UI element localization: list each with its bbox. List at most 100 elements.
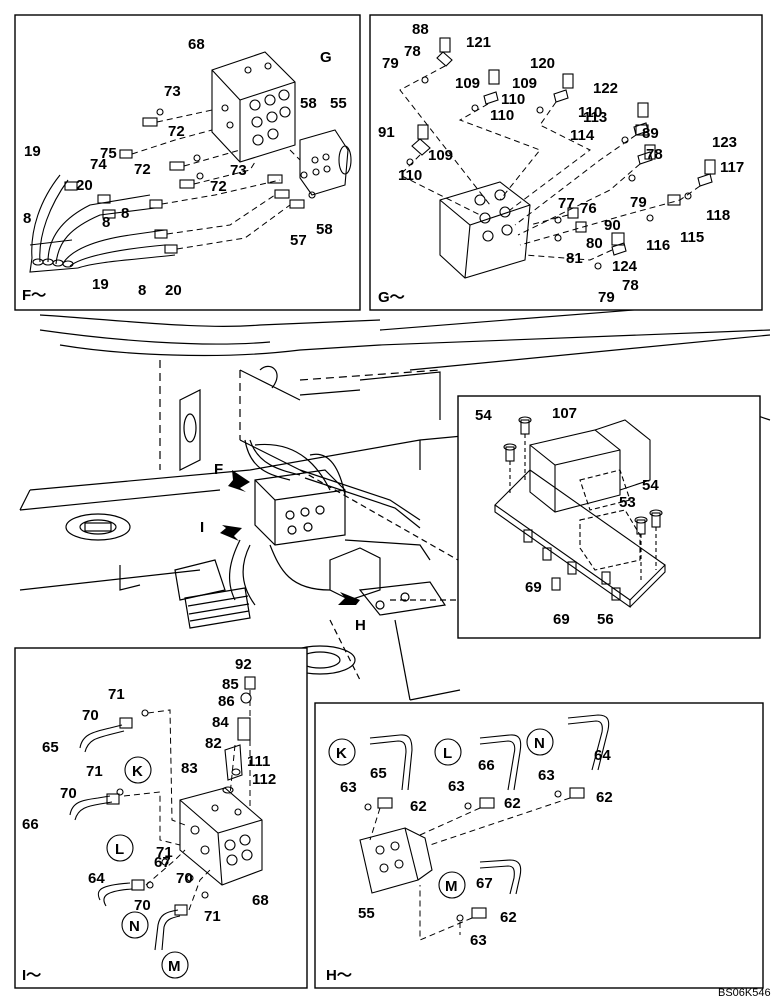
part-label: 109: [428, 147, 453, 164]
part-label: 71: [108, 686, 125, 703]
part-label: 20: [76, 177, 93, 194]
part-label: 89: [642, 125, 659, 142]
part-label: 71: [156, 844, 173, 861]
panel-corner-label: H～: [326, 967, 352, 984]
part-label: 110: [398, 167, 422, 184]
panel-corner-label: G～: [378, 289, 405, 306]
part-label: 124: [612, 258, 638, 275]
panel-h: 65 66 64 63 62 63 62 63 62 67 55 62 63 K…: [314, 702, 764, 989]
part-label: 68: [188, 36, 205, 53]
view-letter: H: [355, 617, 366, 634]
part-label: 8: [23, 210, 31, 227]
part-label: 55: [358, 905, 375, 922]
part-label: 62: [410, 798, 427, 815]
part-label: 8: [121, 205, 129, 222]
part-label: 62: [596, 789, 613, 806]
part-label: 68: [252, 892, 269, 909]
part-label: 70: [60, 785, 77, 802]
part-label: 53: [619, 494, 636, 511]
part-label: 65: [42, 739, 59, 756]
part-label: 116: [646, 237, 670, 254]
part-label: 79: [382, 55, 399, 72]
view-letter: G: [320, 49, 332, 66]
part-label: 70: [176, 870, 193, 887]
part-label: 74: [90, 156, 107, 173]
part-label: 19: [92, 276, 109, 293]
part-label: 85: [222, 676, 239, 693]
part-label: 65: [370, 765, 387, 782]
part-label: 54: [475, 407, 492, 424]
part-label: 114: [570, 127, 595, 144]
part-label: 69: [525, 579, 542, 596]
part-label: 67: [154, 854, 171, 871]
part-label: 63: [538, 767, 555, 784]
view-arrow-f-icon: [228, 470, 250, 492]
part-label: 90: [604, 217, 621, 234]
part-label: 78: [622, 277, 639, 294]
part-label: 56: [597, 611, 614, 628]
circle-ref-label: N: [129, 918, 140, 935]
circle-ref-label: K: [132, 763, 143, 780]
part-label: 112: [252, 771, 276, 788]
part-label: 123: [712, 134, 737, 151]
part-label: 70: [134, 897, 151, 914]
part-label: 88: [412, 21, 429, 38]
panel-f: 68 73 72 58 55 19 75 74 72 73 20 72 8 8 …: [14, 14, 361, 311]
view-arrow-i-icon: [220, 525, 242, 541]
part-label: 54: [642, 477, 659, 494]
part-label: 64: [88, 870, 105, 887]
part-label: 79: [630, 194, 647, 211]
part-label: 110: [490, 107, 514, 124]
part-label: 78: [646, 146, 663, 163]
detail-mount-plate: 54 107 54 53 69 69 56: [457, 395, 761, 639]
part-label: 19: [24, 143, 41, 160]
part-label: 71: [204, 908, 221, 925]
part-label: 75: [100, 145, 117, 162]
part-label: 73: [230, 162, 247, 179]
part-label: 120: [530, 55, 555, 72]
part-label: 20: [165, 282, 182, 299]
part-label: 63: [470, 932, 487, 949]
circle-ref-label: K: [336, 745, 347, 762]
part-label: 69: [553, 611, 570, 628]
part-label: 109: [455, 75, 480, 92]
part-label: 110: [501, 91, 525, 108]
part-label: 63: [340, 779, 357, 796]
part-label: 72: [168, 123, 185, 140]
part-label: 83: [181, 760, 198, 777]
part-label: 8: [138, 282, 146, 299]
part-label: 66: [478, 757, 495, 774]
part-label: 78: [404, 43, 421, 60]
part-label: 70: [82, 707, 99, 724]
part-label: 63: [448, 778, 465, 795]
part-label: 8: [102, 214, 110, 231]
part-label: 67: [476, 875, 493, 892]
circle-ref-label: N: [534, 735, 545, 752]
part-label: 115: [680, 229, 704, 246]
part-label: 113: [583, 109, 607, 126]
part-label: 110: [578, 104, 602, 121]
part-label: 79: [598, 289, 615, 306]
view-arrow-h-icon: [338, 592, 360, 610]
part-label: 84: [212, 714, 229, 731]
part-label: 82: [205, 735, 222, 752]
circle-ref-label: L: [115, 841, 124, 858]
circle-ref-label: L: [443, 745, 452, 762]
part-label: 76: [580, 200, 597, 217]
part-label: 57: [290, 232, 307, 249]
part-label: 121: [466, 34, 491, 51]
view-letter: I: [200, 519, 204, 536]
panel-corner-label: I～: [22, 967, 41, 984]
drawing-code: BS06K546: [718, 987, 771, 999]
part-label: 92: [235, 656, 252, 673]
part-label: 72: [210, 178, 227, 195]
part-label: 118: [706, 207, 730, 224]
part-label: 122: [593, 80, 618, 97]
circle-ref-label: M: [445, 878, 458, 895]
part-label: 71: [86, 763, 103, 780]
part-label: 64: [594, 747, 611, 764]
part-label: 62: [504, 795, 521, 812]
part-label: 66: [22, 816, 39, 833]
part-label: 62: [500, 909, 517, 926]
